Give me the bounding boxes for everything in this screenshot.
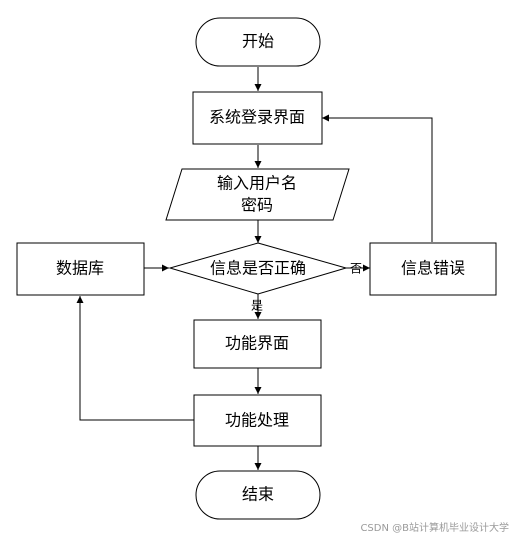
edge-process-to-database bbox=[76, 296, 194, 421]
end-label: 结束 bbox=[242, 485, 274, 504]
input-label-line2: 密码 bbox=[241, 196, 273, 215]
watermark-text: CSDN @B站计算机毕业设计大学 bbox=[360, 521, 509, 534]
error-label: 信息错误 bbox=[401, 259, 465, 278]
input-node: 输入用户名 密码 bbox=[165, 168, 350, 221]
edge-label-no: 否 bbox=[350, 262, 362, 276]
database-node: 数据库 bbox=[16, 242, 145, 296]
edge-error-to-login bbox=[322, 114, 433, 242]
function-process-node: 功能处理 bbox=[193, 394, 322, 447]
end-node: 结束 bbox=[195, 470, 321, 520]
start-node: 开始 bbox=[195, 17, 321, 67]
login-page-node: 系统登录界面 bbox=[192, 91, 323, 145]
start-label: 开始 bbox=[242, 32, 274, 51]
function-process-label: 功能处理 bbox=[225, 411, 289, 430]
check-label: 信息是否正确 bbox=[210, 259, 306, 278]
connectors bbox=[76, 67, 433, 470]
function-page-node: 功能界面 bbox=[193, 319, 322, 369]
database-label: 数据库 bbox=[56, 259, 104, 278]
edge-label-yes: 是 bbox=[251, 299, 263, 313]
check-decision-node: 信息是否正确 bbox=[168, 242, 348, 295]
input-label-line1: 输入用户名 bbox=[217, 174, 297, 193]
error-node: 信息错误 bbox=[369, 242, 497, 296]
login-page-label: 系统登录界面 bbox=[209, 108, 305, 127]
function-page-label: 功能界面 bbox=[225, 334, 289, 353]
